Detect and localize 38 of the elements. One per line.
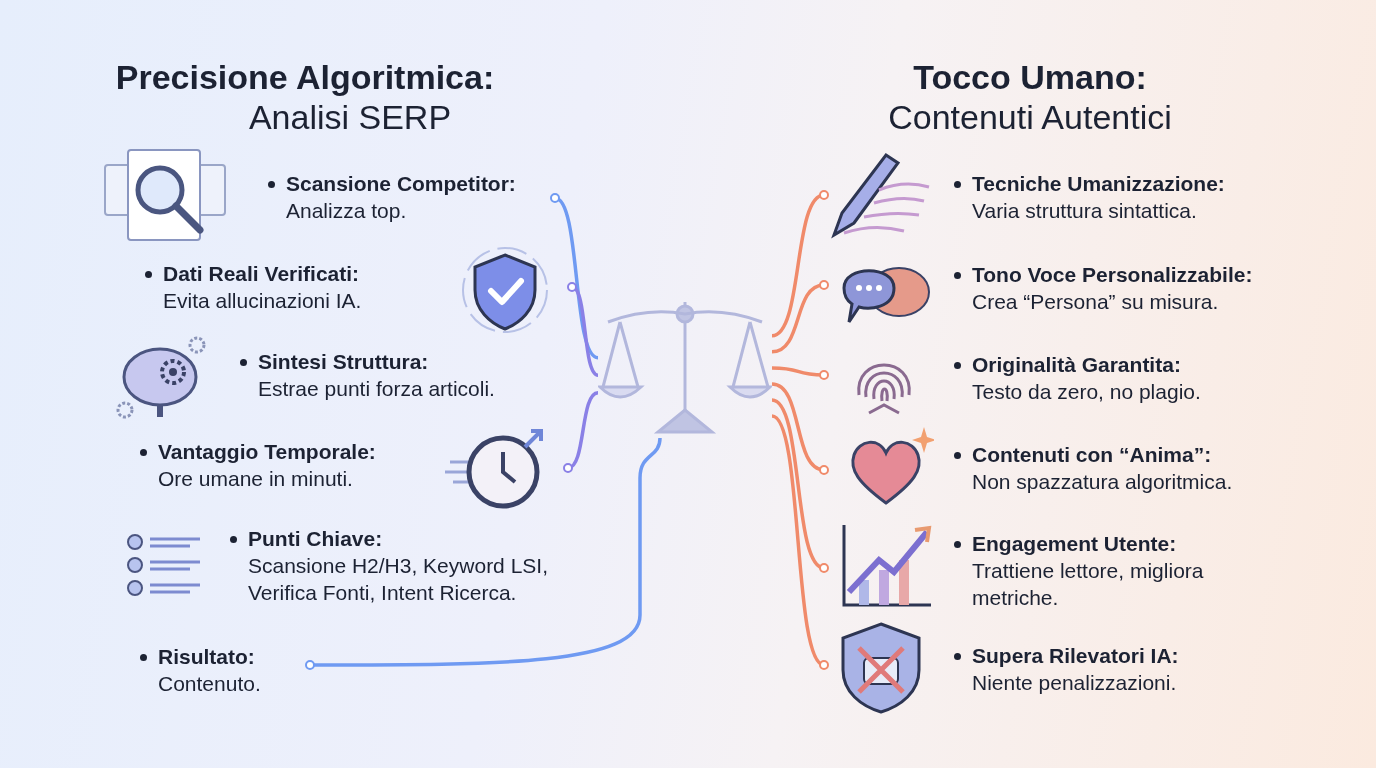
item-heading: Vantaggio Temporale: (158, 439, 377, 465)
item-heading: Tono Voce Personalizzabile: (972, 262, 1254, 288)
item-heading: Tecniche Umanizzazione: (972, 171, 1226, 197)
item-description: Non spazzatura algoritmica. (972, 469, 1234, 495)
item-description: Testo da zero, no plagio. (972, 379, 1202, 405)
connector-line (771, 190, 829, 338)
connector-line (305, 437, 662, 670)
item-description: Trattiene lettore, migliora metriche. (972, 558, 1205, 611)
connector-line (563, 391, 599, 473)
item-heading: Sintesi Struttura: (258, 349, 430, 375)
item-description: Evita allucinazioni IA. (163, 288, 363, 314)
item-description: Scansione H2/H3, Keyword LSI, Verifica Fonti, Intent Ricerca. (248, 553, 549, 606)
item-description: Analizza top. (286, 198, 408, 224)
connector-line (771, 414, 829, 670)
item-description: Estrae punti forza articoli. (258, 376, 496, 402)
column-heading: Analisi SERP (248, 98, 452, 137)
column-heading: Precisione Algoritmica: (115, 58, 495, 97)
column-heading: Contenuti Autentici (888, 98, 1172, 137)
item-heading: Contenuti con “Anima”: (972, 442, 1213, 468)
connector-line (771, 382, 829, 475)
item-heading: Supera Rilevatori IA: (972, 643, 1180, 669)
item-heading: Dati Reali Verificati: (163, 261, 361, 287)
item-heading: Risultato: (158, 644, 256, 670)
item-heading: Engagement Utente: (972, 531, 1178, 557)
item-description: Ore umane in minuti. (158, 466, 354, 492)
connector-line (550, 193, 599, 360)
connector-line (771, 398, 829, 573)
item-description: Niente penalizzazioni. (972, 670, 1178, 696)
item-description: Varia struttura sintattica. (972, 198, 1198, 224)
item-heading: Scansione Competitor: (286, 171, 517, 197)
connector-line (771, 366, 829, 380)
item-heading: Originalità Garantita: (972, 352, 1182, 378)
column-heading: Tocco Umano: (913, 58, 1147, 97)
item-description: Contenuto. (158, 671, 262, 697)
connector-line (771, 280, 829, 354)
item-description: Crea “Persona” su misura. (972, 289, 1220, 315)
connector-line (567, 282, 599, 377)
item-heading: Punti Chiave: (248, 526, 384, 552)
